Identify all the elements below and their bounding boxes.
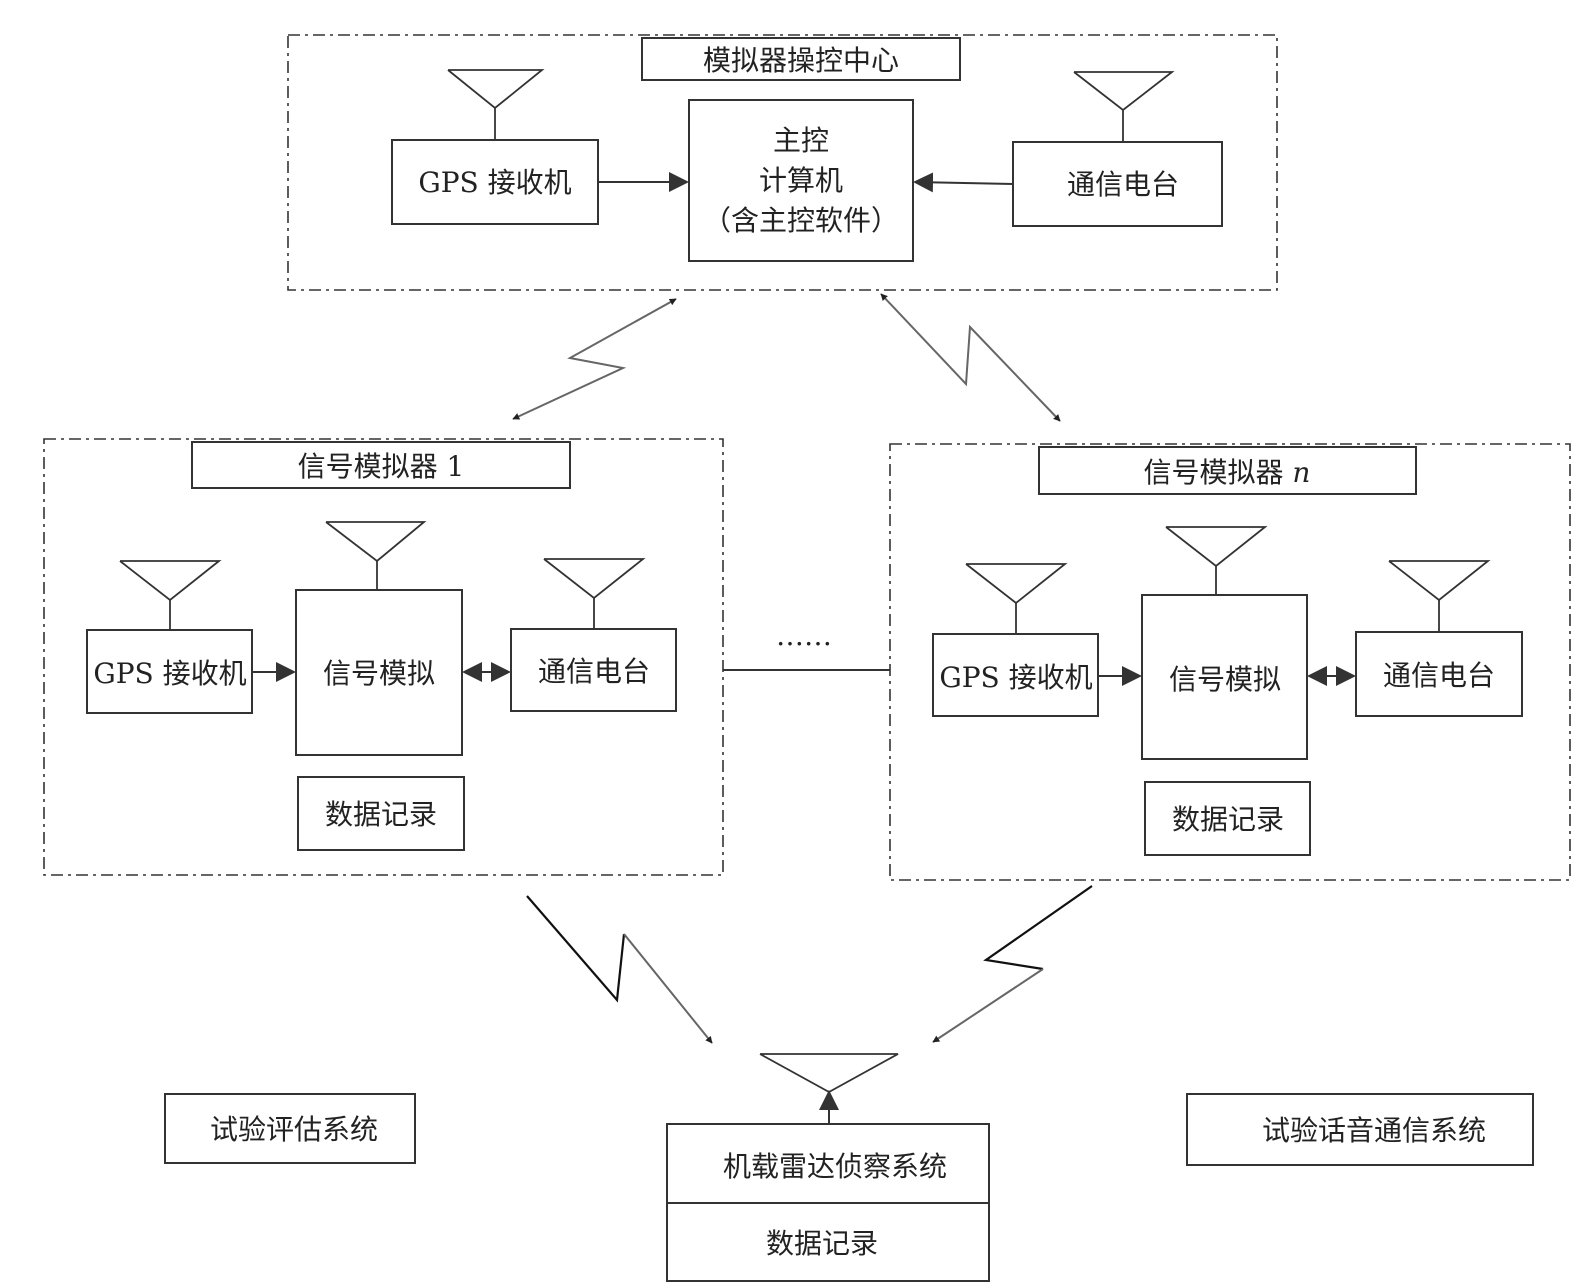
antenna-icon bbox=[1165, 526, 1268, 568]
main-computer-label-line1: 主控 bbox=[773, 124, 829, 157]
evaluation-system-box bbox=[164, 1093, 416, 1164]
voice-system-box bbox=[1186, 1093, 1534, 1166]
wireless-link-cc-sim1 bbox=[512, 298, 677, 420]
simulator-n-frame bbox=[889, 443, 1571, 881]
main-computer-label-line3: （含主控软件） bbox=[703, 204, 899, 237]
simn-gps-receiver-box bbox=[932, 633, 1099, 717]
sim1-gps-receiver-label: GPS 接收机 bbox=[93, 657, 246, 690]
simn-signal-label: 信号模拟 bbox=[1169, 663, 1281, 696]
simulator-1-title-index: 1 bbox=[447, 450, 465, 483]
control-center-title-box bbox=[641, 37, 961, 81]
wireless-link-cc-simn bbox=[880, 293, 1061, 422]
simulator-n-title-box bbox=[1038, 446, 1417, 495]
antenna-icon bbox=[965, 563, 1068, 605]
antenna-icon bbox=[325, 521, 427, 563]
airborne-record-box bbox=[666, 1202, 990, 1282]
simulator-n-title-index: n bbox=[1292, 456, 1310, 489]
simn-signal-box bbox=[1141, 594, 1308, 760]
ellipsis: …… bbox=[776, 619, 832, 652]
control-center-title: 模拟器操控中心 bbox=[703, 44, 899, 77]
airborne-record-label: 数据记录 bbox=[766, 1227, 878, 1260]
simn-radio-label: 通信电台 bbox=[1383, 659, 1495, 692]
sim1-record-box bbox=[297, 776, 465, 851]
antenna-icon bbox=[543, 558, 646, 600]
antenna-icon bbox=[447, 69, 545, 110]
simulator-n-title: 信号模拟器 n bbox=[1144, 456, 1311, 489]
sim1-radio-label: 通信电台 bbox=[538, 655, 650, 688]
main-computer-label-line2: 计算机 bbox=[759, 164, 843, 197]
sim1-signal-label: 信号模拟 bbox=[323, 657, 435, 690]
wireless-link-sim1-airborne-b bbox=[623, 933, 713, 1044]
simn-gps-receiver-label: GPS 接收机 bbox=[939, 661, 1092, 694]
simulator-1-frame bbox=[43, 438, 724, 876]
control-center-group: 模拟器操控中心 GPS 接收机 主控 计算机 （含主控软件） 通信电台 bbox=[287, 34, 1278, 291]
evaluation-system-label: 试验评估系统 bbox=[210, 1113, 378, 1146]
sim1-signal-box bbox=[295, 589, 463, 756]
sim1-record-label: 数据记录 bbox=[325, 798, 437, 831]
cc-radio-label: 通信电台 bbox=[1067, 168, 1179, 201]
sim1-radio-box bbox=[510, 628, 677, 712]
arrow-radio-to-main bbox=[913, 172, 1014, 193]
airborne-system-box bbox=[666, 1123, 990, 1204]
wireless-link-simn-airborne-a bbox=[983, 885, 1093, 971]
simulator-n-group: 信号模拟器 n GPS 接收机 信号模拟 通信电台 数据记录 bbox=[889, 443, 1571, 881]
wireless-link-sim1-airborne-a bbox=[526, 895, 626, 1003]
main-computer-box bbox=[688, 99, 914, 262]
antenna-icon bbox=[119, 560, 222, 602]
simulator-1-title: 信号模拟器 1 bbox=[298, 450, 465, 483]
simn-radio-box bbox=[1355, 631, 1523, 717]
simulator-1-title-box bbox=[191, 441, 571, 489]
voice-system-label: 试验话音通信系统 bbox=[1262, 1114, 1486, 1147]
simn-record-box bbox=[1144, 781, 1311, 856]
airborne-group: 机载雷达侦察系统 数据记录 bbox=[666, 1053, 990, 1282]
cc-gps-receiver-box bbox=[391, 139, 599, 225]
cc-gps-receiver-label: GPS 接收机 bbox=[418, 166, 571, 199]
simulator-1-group: 信号模拟器 1 GPS 接收机 信号模拟 通信电台 数据记录 bbox=[43, 438, 724, 876]
control-center-frame bbox=[287, 34, 1278, 291]
wireless-link-simn-airborne-b bbox=[932, 968, 1044, 1043]
antenna-icon bbox=[1073, 71, 1175, 112]
antenna-icon bbox=[1388, 560, 1491, 602]
antenna-icon bbox=[759, 1053, 899, 1094]
airborne-system-label: 机载雷达侦察系统 bbox=[723, 1150, 947, 1183]
simn-record-label: 数据记录 bbox=[1172, 803, 1284, 836]
simulator-1-title-text: 信号模拟器 bbox=[298, 450, 447, 483]
cc-radio-box bbox=[1012, 141, 1223, 227]
simulator-n-title-text: 信号模拟器 bbox=[1144, 456, 1293, 489]
